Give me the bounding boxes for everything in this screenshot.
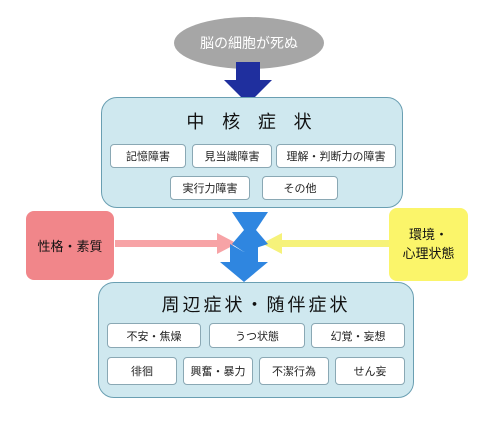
symptom-chip: 見当識障害 (192, 144, 272, 168)
down-arrow-icon (224, 62, 272, 104)
bpsd-chip: 不安・焦燥 (107, 323, 201, 348)
environment-label-line2: 心理状態 (402, 246, 455, 262)
environment-label-line1: 環境・ (408, 227, 448, 243)
pink-arrow-icon (115, 233, 237, 254)
symptom-chip: 記憶障害 (110, 144, 186, 168)
core-symptoms-panel: 中 核 症 状 記憶障害 見当識障害 理解・判断力の障害 実行力障害 その他 (101, 97, 403, 208)
symptom-chip: その他 (262, 176, 338, 200)
bpsd-chip: 徘徊 (107, 357, 177, 385)
bpsd-title: 周辺症状・随伴症状 (161, 295, 351, 316)
blue-down-arrow-icon (220, 212, 268, 282)
core-symptoms-title: 中 核 症 状 (186, 112, 318, 133)
yellow-arrow-icon (262, 233, 389, 254)
bpsd-chip: うつ状態 (209, 323, 305, 348)
bpsd-chip: 不潔行為 (259, 357, 329, 385)
personality-label: 性格・素質 (37, 240, 103, 255)
symptom-chip: 理解・判断力の障害 (276, 144, 396, 168)
bpsd-chip: せん妄 (335, 357, 405, 385)
cause-oval: 脳の細胞が死ぬ (174, 17, 324, 69)
environment-box: 環境・ 心理状態 (389, 208, 468, 281)
bpsd-chip: 興奮・暴力 (183, 357, 253, 385)
symptom-chip: 実行力障害 (170, 176, 250, 200)
cause-label: 脳の細胞が死ぬ (200, 36, 298, 52)
personality-box: 性格・素質 (26, 211, 114, 280)
bpsd-chip: 幻覚・妄想 (311, 323, 405, 348)
bpsd-panel: 周辺症状・随伴症状 不安・焦燥 うつ状態 幻覚・妄想 徘徊 興奮・暴力 不潔行為… (98, 282, 414, 398)
